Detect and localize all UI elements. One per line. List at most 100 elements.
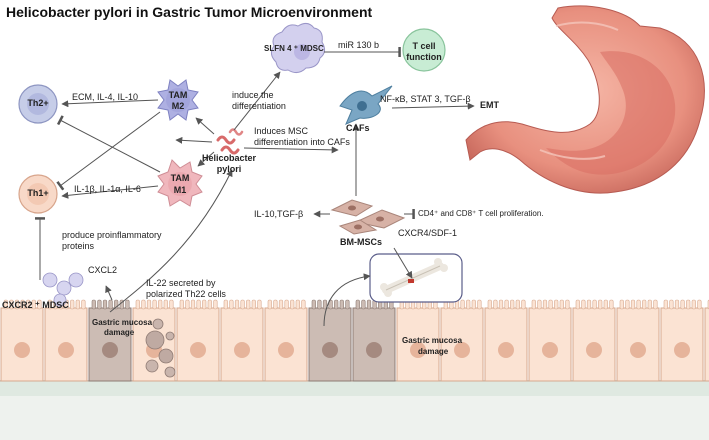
- helicobacter-label-2: pylori: [216, 164, 242, 174]
- microvillus: [663, 299, 668, 310]
- microvillus: [26, 299, 31, 310]
- cxcr2-mdsc-label: CXCR2 ⁺ MDSC: [2, 300, 69, 310]
- microvillus: [246, 299, 251, 310]
- microvillus: [102, 299, 108, 310]
- epithelial-cell: [704, 307, 709, 382]
- microvillus: [257, 299, 262, 310]
- induces-msc-label-1: Induces MSC: [254, 126, 309, 136]
- microvillus: [185, 299, 190, 310]
- microvillus: [229, 299, 234, 310]
- page-title: Helicobacter pylori in Gastric Tumor Mic…: [6, 4, 373, 20]
- cxcr2-mdsc-cells: [42, 272, 84, 307]
- microvillus: [686, 299, 691, 310]
- microvillus: [196, 299, 201, 310]
- microvillus: [366, 299, 372, 310]
- cell-nucleus: [190, 342, 206, 358]
- microvillus: [630, 299, 636, 310]
- microvillus: [273, 299, 278, 310]
- microvillus: [537, 299, 542, 310]
- microvillus: [234, 299, 240, 310]
- microvillus: [9, 299, 14, 310]
- microvillus: [322, 299, 328, 310]
- microvillus: [223, 299, 228, 310]
- microvillus: [355, 299, 360, 310]
- microvillus: [37, 299, 42, 310]
- cxcl2-label: CXCL2: [88, 265, 118, 275]
- ecm-il4-il10-label: ECM, IL-4, IL-10: [72, 92, 139, 102]
- helicobacter-label-1: Helicobacter: [201, 153, 257, 163]
- tam-m2-label-1: TAM: [168, 90, 188, 100]
- microvillus: [311, 299, 316, 310]
- microvillus: [510, 299, 515, 310]
- cell-nucleus: [102, 342, 118, 358]
- gastric-damage-label-1: Gastric mucosa: [92, 318, 153, 327]
- microvillus: [647, 299, 652, 310]
- tam-m2-cell: [157, 79, 199, 121]
- microvillus: [565, 299, 570, 310]
- microvillus: [592, 299, 597, 310]
- gastric-damage-label-2: Gastric mucosa: [402, 336, 463, 345]
- microvillus: [504, 299, 509, 310]
- tam-m1-label-1: TAM: [170, 173, 190, 183]
- microvillus: [625, 299, 630, 310]
- microvillus: [97, 299, 102, 310]
- slfn4-mdsc-cell: [270, 22, 326, 74]
- microvillus: [75, 299, 80, 310]
- t-cell-function: [402, 28, 446, 72]
- induce-differentiation-label-1: induce the: [232, 90, 274, 100]
- microvillus: [361, 299, 366, 310]
- microvillus: [531, 299, 536, 310]
- il10-tgfb-label: IL-10,TGF-β: [254, 209, 304, 219]
- cell-nucleus: [14, 342, 30, 358]
- arrows: [35, 47, 475, 327]
- microvillus: [339, 299, 344, 310]
- microvillus: [636, 299, 641, 310]
- microvillus: [680, 299, 685, 310]
- mucosa-debris: [145, 318, 176, 378]
- microvillus: [146, 299, 152, 310]
- cd4-cd8-label: CD4⁺ and CD8⁺ T cell proliferation.: [418, 209, 544, 218]
- epithelium-layer: [0, 299, 709, 382]
- microvillus: [697, 299, 702, 310]
- bm-mscs-label: BM-MSCs: [340, 237, 382, 247]
- il1-il6-label: IL-1β, IL-1α, IL-6: [74, 184, 141, 194]
- microvillus: [609, 299, 614, 310]
- cell-nucleus: [366, 342, 382, 358]
- microvillus: [521, 299, 526, 310]
- induce-differentiation-label-2: differentiation: [232, 101, 286, 111]
- microvillus: [179, 299, 184, 310]
- microvillus: [108, 299, 113, 310]
- th1-label: Th1+: [27, 188, 49, 198]
- mir130b-label: miR 130 b: [338, 40, 380, 50]
- cell-nucleus: [58, 342, 74, 358]
- microvillus: [466, 299, 471, 310]
- il22-label-1: IL-22 secreted by: [146, 278, 216, 288]
- cell-nucleus: [542, 342, 558, 358]
- cell-nucleus: [586, 342, 602, 358]
- induces-msc-label-2: differentiation into CAFs: [254, 137, 350, 147]
- tam-m2-label-2: M2: [171, 101, 185, 111]
- th2-label: Th2+: [27, 98, 49, 108]
- helicobacter-pylori-bacteria: [216, 128, 244, 155]
- microvillus: [3, 299, 8, 310]
- microvillus: [598, 299, 603, 310]
- cell-nucleus: [630, 342, 646, 358]
- nfkb-stat3-tgfb-label: NF-κB, STAT 3, TGF-β: [380, 94, 471, 104]
- microvillus: [548, 299, 553, 310]
- microvillus: [284, 299, 289, 310]
- stomach-illustration: [465, 5, 705, 194]
- microvillus: [642, 299, 647, 310]
- microvillus: [317, 299, 322, 310]
- emt-label: EMT: [480, 100, 499, 110]
- microvillus: [498, 299, 504, 310]
- cell-nucleus: [674, 342, 690, 358]
- caf-cell: [339, 85, 393, 125]
- tam-m1-cell: [157, 159, 203, 207]
- cxcr4-sdf1-label: CXCR4/SDF-1: [398, 228, 458, 238]
- microvillus: [471, 299, 476, 310]
- cell-nucleus: [498, 342, 514, 358]
- microvillus: [674, 299, 680, 310]
- microvillus: [542, 299, 548, 310]
- microvillus: [575, 299, 580, 310]
- microvillus: [603, 299, 608, 310]
